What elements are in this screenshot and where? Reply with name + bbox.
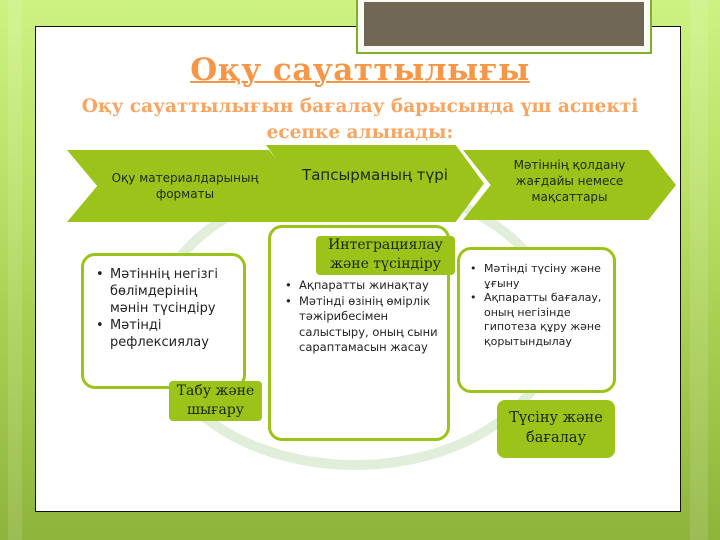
slide-subtitle: Оқу сауаттылығын бағалау барысында үш ас… bbox=[81, 96, 639, 143]
bullet-list: Ақпаратты жинақтау Мәтінді өзінің өмірлі… bbox=[283, 278, 439, 356]
bullet-item: Мәтінді түсіну және ұғыну bbox=[468, 262, 605, 291]
chevron-label: Тапсырманың түрі bbox=[302, 165, 448, 184]
bullet-list: Мәтіннің негізгі бөлімдерінің мәнін түсі… bbox=[94, 266, 235, 351]
background-stripe bbox=[8, 0, 22, 540]
bullet-item: Ақпаратты жинақтау bbox=[283, 278, 439, 294]
decorative-gray-box bbox=[356, 0, 652, 54]
bullet-item: Мәтінді өзінің өмірлік тәжірибесімен сал… bbox=[283, 294, 439, 356]
bullet-item: Ақпаратты бағалау, оның негізінде гипоте… bbox=[468, 291, 605, 349]
aspect-box-find: Мәтіннің негізгі бөлімдерінің мәнін түсі… bbox=[81, 253, 246, 389]
background-stripe bbox=[690, 0, 708, 540]
slide-title: Оқу сауаттылығы bbox=[190, 52, 530, 88]
chevron-label: Мәтіннің қолдану жағдайы немесе мақсатта… bbox=[513, 158, 626, 204]
chevron-purpose: Мәтіннің қолдану жағдайы немесе мақсатта… bbox=[463, 150, 676, 220]
chevron-format: Оқу материалдарының форматы bbox=[67, 150, 299, 222]
label-integrate-interpret: Интеграциялау және түсіндіру bbox=[316, 236, 455, 275]
chevron-task-type: Тапсырманың түрі bbox=[266, 145, 484, 222]
aspect-box-understand: Мәтінді түсіну және ұғыну Ақпаратты баға… bbox=[457, 247, 616, 393]
bullet-item: Мәтіннің негізгі бөлімдерінің мәнін түсі… bbox=[94, 266, 235, 317]
chevron-label: Оқу материалдарының форматы bbox=[111, 171, 259, 201]
bullet-item: Мәтінді рефлексиялау bbox=[94, 317, 235, 351]
label-find-extract: Табу және шығару bbox=[169, 381, 262, 421]
bullet-list: Мәтінді түсіну және ұғыну Ақпаратты баға… bbox=[468, 262, 605, 349]
label-understand-evaluate: Түсіну және бағалау bbox=[497, 400, 615, 458]
